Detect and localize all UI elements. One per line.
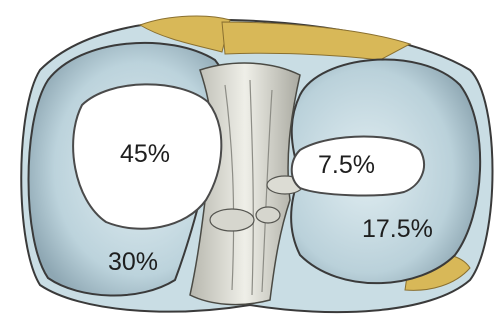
posterior-horn-attachment-right — [256, 207, 280, 223]
label-medial-outer: 30% — [108, 248, 158, 276]
label-lateral-outer: 17.5% — [362, 215, 433, 243]
posterior-horn-attachment-left — [210, 209, 254, 231]
label-medial-inner: 45% — [120, 140, 170, 168]
label-lateral-inner: 7.5% — [318, 151, 375, 179]
